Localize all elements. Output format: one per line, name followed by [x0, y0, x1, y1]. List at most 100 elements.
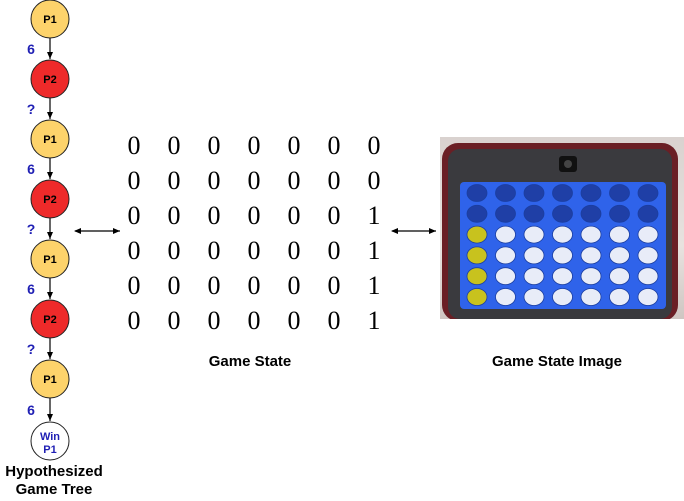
yellow-piece: [466, 246, 488, 265]
matrix-cell: 0: [207, 270, 221, 300]
matrix-cell: 0: [127, 305, 141, 335]
board-hole: [523, 246, 545, 265]
edge-label: ?: [27, 101, 36, 117]
board-hole: [523, 184, 545, 202]
matrix-cell: 0: [367, 130, 381, 160]
matrix-cell: 0: [167, 165, 181, 195]
tree-caption-line2: Game Tree: [15, 481, 93, 498]
game-state-caption: Game State: [208, 353, 292, 370]
matrix-cell: 0: [327, 305, 341, 335]
board-hole: [580, 246, 602, 265]
tree-node: P2: [30, 59, 70, 99]
edge-label: 6: [27, 161, 35, 177]
board-hole: [609, 204, 630, 223]
matrix-cell: 1: [367, 200, 381, 230]
board-hole: [580, 288, 602, 306]
board-hole: [637, 246, 659, 265]
board-hole: [637, 288, 659, 306]
board-hole: [523, 225, 545, 244]
terminal-line1: Win: [40, 431, 60, 443]
board-hole: [552, 246, 573, 265]
board-hole: [466, 184, 488, 202]
board-hole: [552, 184, 573, 202]
board-hole: [495, 246, 516, 265]
matrix-cell: 0: [247, 305, 261, 335]
edge-label: ?: [27, 341, 36, 357]
tree-edge-labels: 6?6?6?6: [27, 41, 36, 418]
tree-node: P2: [30, 179, 70, 219]
matrix-cell: 0: [167, 130, 181, 160]
board-hole: [580, 267, 602, 286]
board-hole: [580, 204, 602, 223]
yellow-piece: [466, 288, 488, 306]
board-hole: [637, 225, 659, 244]
edge-label: ?: [27, 221, 36, 237]
board-hole: [552, 267, 573, 286]
matrix-cell: 0: [247, 235, 261, 265]
matrix-cell: 0: [327, 165, 341, 195]
board-hole: [495, 267, 516, 286]
board-hole: [466, 204, 488, 223]
board-hole: [580, 225, 602, 244]
matrix-cell: 0: [287, 165, 301, 195]
matrix-cell: 0: [207, 200, 221, 230]
matrix-cell: 0: [167, 200, 181, 230]
tree-node: P1: [30, 0, 70, 39]
board-hole: [637, 204, 659, 223]
matrix-cell: 0: [287, 130, 301, 160]
matrix-cell: 0: [127, 235, 141, 265]
matrix-cell: 0: [207, 130, 221, 160]
matrix-cell: 0: [327, 270, 341, 300]
matrix-cell: 0: [287, 305, 301, 335]
terminal-line2: P1: [43, 444, 56, 456]
matrix-cell: 0: [287, 235, 301, 265]
yellow-piece: [466, 225, 488, 244]
matrix-cell: 0: [247, 165, 261, 195]
tree-node-label: P1: [43, 374, 56, 386]
matrix-cell: 0: [247, 130, 261, 160]
board-hole: [609, 267, 630, 286]
matrix-cell: 0: [167, 270, 181, 300]
matrix-cell: 1: [367, 270, 381, 300]
board-hole: [552, 288, 573, 306]
matrix-cell: 0: [247, 200, 261, 230]
board-hole: [637, 184, 659, 202]
matrix-cell: 0: [167, 235, 181, 265]
board-hole: [552, 225, 573, 244]
board-photo: [442, 143, 678, 319]
camera-lens-icon: [564, 160, 572, 168]
tree-caption-line1: Hypothesized: [5, 463, 103, 480]
edge-label: 6: [27, 281, 35, 297]
matrix-cell: 0: [287, 270, 301, 300]
board-hole: [609, 184, 630, 202]
board-hole: [523, 267, 545, 286]
board-hole: [495, 184, 516, 202]
board-hole: [495, 225, 516, 244]
game-state-image: [440, 137, 684, 319]
yellow-piece: [466, 267, 488, 286]
tree-node: P1: [30, 239, 70, 279]
tree-node: P1: [30, 119, 70, 159]
matrix-cell: 0: [327, 130, 341, 160]
matrix-cell: 1: [367, 305, 381, 335]
board-hole: [552, 204, 573, 223]
tree-node-label: P2: [43, 194, 56, 206]
matrix-cell: 0: [167, 305, 181, 335]
tree-node-label: P1: [43, 254, 56, 266]
tree-node-label: P1: [43, 134, 56, 146]
edge-label: 6: [27, 41, 35, 57]
board-hole: [580, 184, 602, 202]
matrix-cell: 1: [367, 235, 381, 265]
matrix-cell: 0: [207, 165, 221, 195]
board-hole: [609, 288, 630, 306]
matrix-cell: 0: [287, 200, 301, 230]
board-hole: [495, 288, 516, 306]
board-hole: [609, 225, 630, 244]
